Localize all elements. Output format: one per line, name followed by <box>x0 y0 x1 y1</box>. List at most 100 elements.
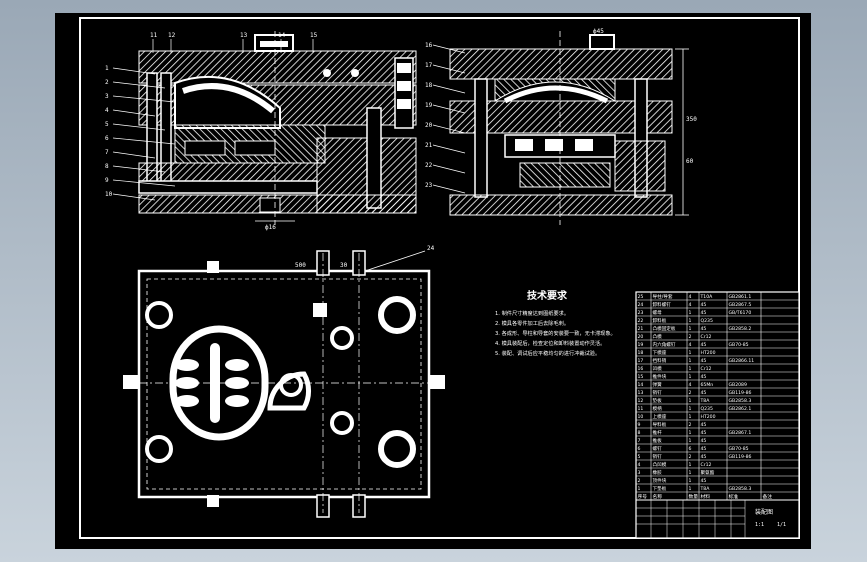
bom-cell: 2 <box>689 422 692 428</box>
callout-left-2: 2 <box>105 79 109 86</box>
bom-cell: 导料板 <box>653 421 667 428</box>
callout-top-14: 14 <box>278 32 286 39</box>
front-section-view[interactable]: ф16 <box>138 31 417 231</box>
bom-cell: Cr12 <box>701 334 712 340</box>
bom-cell: 16 <box>638 366 644 372</box>
bom-cell: 4 <box>689 302 692 308</box>
bom-cell: GB2866.11 <box>729 358 755 364</box>
bom-cell: 凸模 <box>653 333 663 340</box>
callout-left-10: 10 <box>105 191 113 198</box>
bom-cell: 13 <box>638 390 644 396</box>
bom-cell: Q235 <box>701 318 713 324</box>
bom-cell: 1 <box>689 374 692 380</box>
bom-cell: GB119-86 <box>729 454 752 460</box>
bom-cell: 模柄 <box>653 405 663 412</box>
bom-cell: 上模座 <box>653 413 667 420</box>
bom-cell: 8 <box>638 430 641 436</box>
bom-cell: 下垫板 <box>653 485 667 492</box>
bom-cell: 推板 <box>653 437 663 444</box>
bom-cell: 25 <box>638 294 644 300</box>
bom-cell: 65Mn <box>701 382 714 388</box>
side-dim-2: 60 <box>686 158 694 165</box>
bom-cell: 10 <box>638 414 644 420</box>
bom-cell: 1 <box>689 366 692 372</box>
callout-left-6: 6 <box>105 135 109 142</box>
bom-cell: 凹模 <box>653 365 663 372</box>
bom-cell: T10A <box>700 294 714 300</box>
bom-cell: 6 <box>638 446 641 452</box>
bom-cell: HT200 <box>701 414 716 420</box>
bom-cell: GB2089 <box>729 382 747 388</box>
callout-left-7: 7 <box>105 149 109 156</box>
tech-item: 5. 装配、调试后应平稳均匀的进行冲裁试验。 <box>495 349 600 357</box>
bom-cell: 45 <box>701 342 707 348</box>
bom-header-cell: 标准 <box>729 493 739 500</box>
callout-side-19: 19 <box>425 102 433 109</box>
bom-cell: 45 <box>701 374 707 380</box>
bom-cell: 推杆 <box>653 429 663 436</box>
bom-cell: 1 <box>689 326 692 332</box>
bom-cell: Cr12 <box>701 462 712 468</box>
bom-frame <box>635 291 800 539</box>
side-dim-1: 350 <box>686 116 697 123</box>
bom-row[interactable]: 16 凹模 1 Cr12 <box>638 365 712 372</box>
tech-item: 1. 制件尺寸精度达到图纸要求。 <box>495 309 569 317</box>
bom-cell: 7 <box>638 438 641 444</box>
bom-header-cell: 名称 <box>653 493 663 500</box>
bom-cell: GB2858.2 <box>729 326 752 332</box>
bom-cell: 17 <box>638 358 644 364</box>
bom-cell: 顶件块 <box>653 477 667 484</box>
callout-top-13: 13 <box>240 32 248 39</box>
tech-item: 3. 各成形、导柱和导套的安装要一致，无卡滞现象。 <box>495 329 616 337</box>
bom-cell: 22 <box>638 318 644 324</box>
bom-cell: 20 <box>638 334 644 340</box>
bom-cell: GB2862.1 <box>729 406 752 412</box>
bom-cell: HT200 <box>701 350 716 356</box>
plan-view[interactable]: 500 30 24 <box>123 245 445 518</box>
side-top-dim: ф45 <box>593 28 604 35</box>
bom-cell: 4 <box>689 382 692 388</box>
callout-left-9: 9 <box>105 177 109 184</box>
bom-cell: 1 <box>638 486 641 492</box>
bom-cell: Cr12 <box>701 366 712 372</box>
bom-cell: 45 <box>701 454 707 460</box>
bom-cell: 5 <box>638 454 641 460</box>
bom-cell: 1 <box>689 486 692 492</box>
side-section-view[interactable]: 350 60 ф45 <box>449 28 697 225</box>
bom-cell: 卸料螺钉 <box>653 301 672 308</box>
bom-cell: 2 <box>689 390 692 396</box>
bom-cell: 1 <box>689 310 692 316</box>
bom-cell: 45 <box>701 302 707 308</box>
bom-cell: 3 <box>638 470 641 476</box>
bom-header-cell: 序号 <box>638 493 648 500</box>
callout-side-16: 16 <box>425 42 433 49</box>
